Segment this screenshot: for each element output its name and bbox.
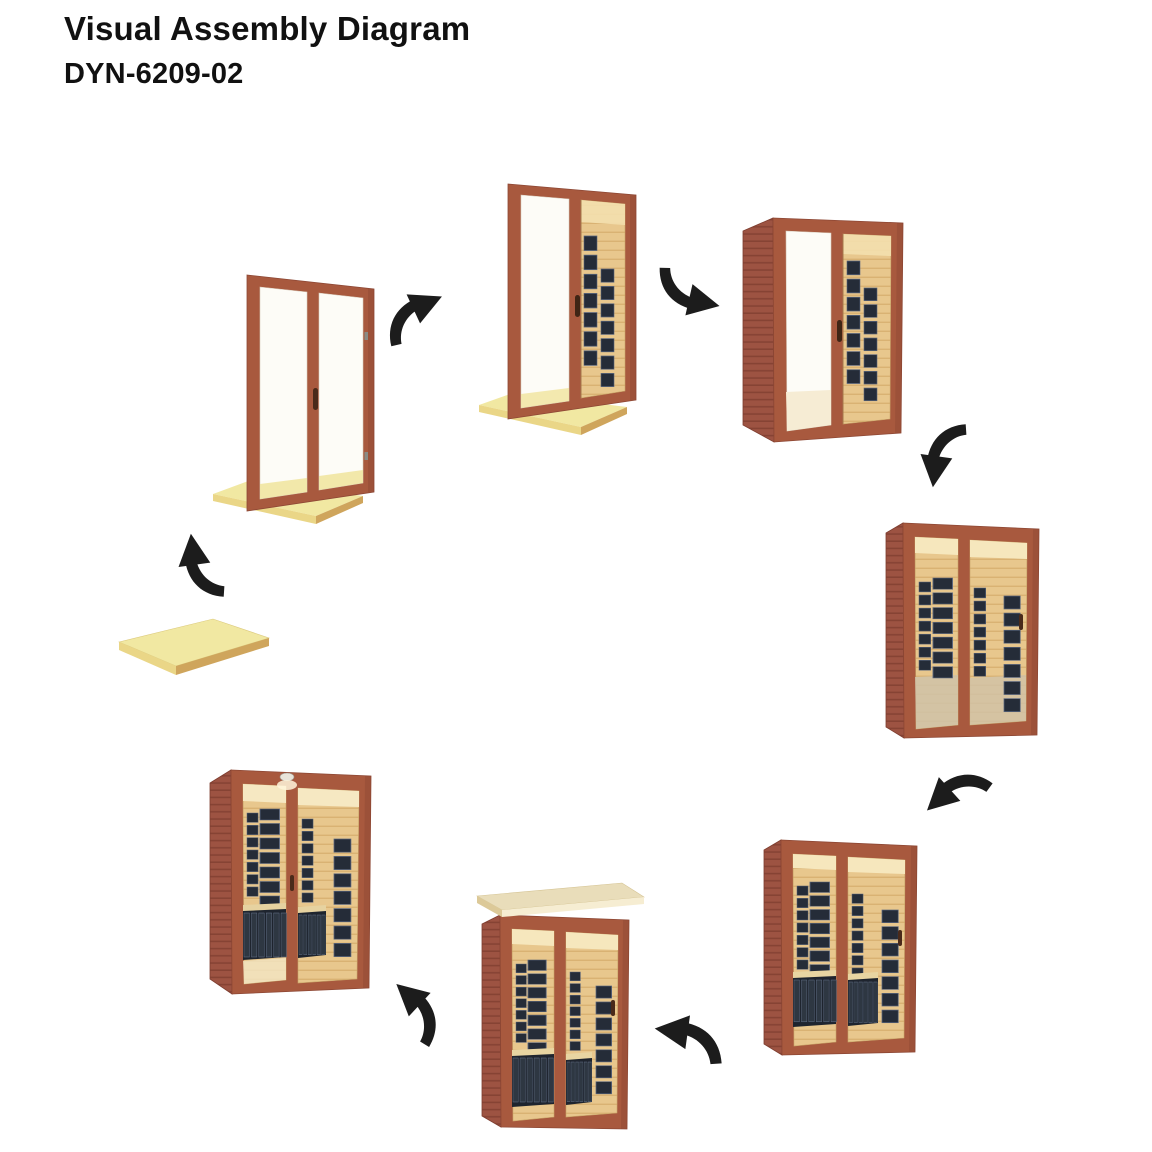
interior-floor-glow — [243, 958, 286, 984]
frame-edge-shade — [363, 776, 371, 988]
door-handle — [898, 930, 902, 946]
heater-panel-column — [851, 893, 864, 978]
floor-left-edge — [213, 494, 316, 524]
step-4-side-wall-added — [742, 217, 904, 443]
heater-panel-column — [809, 881, 830, 976]
curved-arrow-icon — [652, 266, 725, 321]
side-wall — [481, 914, 502, 1128]
heater-panel-column — [583, 235, 598, 366]
curved-arrow-icon — [652, 1012, 726, 1066]
floor-seen-through-glass — [319, 470, 363, 490]
arrow-step-6-to-7 — [652, 1012, 726, 1066]
ceiling-light-glow — [277, 780, 297, 790]
interior-light-glow — [793, 854, 836, 870]
floor-front-edge — [581, 407, 627, 435]
door-handle — [611, 1000, 615, 1016]
left-window-glass — [520, 194, 570, 409]
step-3-back-wall-heaters — [479, 183, 637, 435]
left-window-glass — [259, 286, 308, 500]
interior-floor-shade — [915, 675, 958, 729]
curved-arrow-icon — [917, 420, 968, 490]
curved-arrow-icon — [175, 531, 226, 601]
door-handle — [290, 875, 294, 891]
interior-light-glow — [970, 540, 1027, 559]
step-6-bench-installed — [763, 839, 918, 1056]
heater-panel-column — [1003, 595, 1021, 713]
page-title: Visual Assembly Diagram — [64, 10, 471, 47]
step-2-front-frame-and-door — [213, 274, 375, 524]
heater-panel-column — [333, 838, 352, 957]
side-wall — [763, 839, 783, 1056]
interior-light-glow — [581, 200, 625, 225]
floor-front-edge — [316, 496, 363, 524]
heater-panel-column — [246, 812, 259, 897]
side-wall — [742, 217, 775, 443]
door-handle — [837, 320, 842, 342]
step-1-floor-panel — [118, 618, 270, 675]
step-5-walls-assembled — [885, 522, 1040, 739]
interior-floor-glow — [786, 390, 831, 431]
curved-arrow-icon — [916, 753, 994, 831]
heater-panel-column — [259, 808, 280, 908]
model-number: DYN-6209-02 — [64, 58, 244, 90]
heater-panel-column — [846, 260, 861, 384]
side-wall — [209, 769, 233, 995]
floor-seen-through-glass — [260, 478, 307, 499]
door-hinge — [364, 332, 368, 340]
door-hinge — [364, 452, 368, 460]
floor-left-edge — [119, 642, 176, 675]
heater-panel-column — [863, 287, 878, 402]
frame-edge-shade — [368, 289, 374, 492]
frame-edge-shade — [909, 846, 917, 1052]
arrow-step-7-to-8 — [377, 972, 457, 1049]
arrow-step-3-to-4 — [652, 266, 725, 321]
heater-panel-column — [600, 268, 615, 387]
interior-light-glow — [298, 788, 359, 807]
frame-edge-shade — [621, 920, 629, 1129]
heater-panel-column — [301, 818, 314, 903]
floor-left-edge — [479, 405, 581, 435]
curved-arrow-icon — [375, 282, 453, 348]
curved-arrow-icon — [377, 972, 457, 1049]
arrow-step-1-to-2 — [175, 531, 226, 601]
door-handle — [575, 295, 580, 317]
interior-light-glow — [843, 234, 891, 256]
side-wall — [885, 522, 905, 739]
heater-panel-column — [881, 909, 899, 1024]
interior-light-glow — [848, 857, 905, 874]
ceiling-light — [279, 772, 295, 782]
heater-panel-column — [932, 577, 953, 679]
floor-seen-through-glass — [521, 388, 569, 408]
interior-light-glow — [512, 929, 554, 946]
frame-edge-shade — [1031, 529, 1039, 735]
door-handle — [313, 388, 318, 410]
interior-light-glow — [566, 932, 618, 950]
arrow-step-5-to-6 — [916, 753, 994, 831]
step-7-roof-installed — [476, 882, 645, 1130]
frame-edge-shade — [630, 195, 636, 400]
roof-left-edge — [477, 896, 502, 917]
interior-light-glow — [915, 537, 958, 555]
heater-panel-column — [527, 959, 547, 1054]
interior-light-glow — [243, 784, 286, 803]
roof-front-edge — [502, 897, 644, 917]
heater-panel-column — [595, 985, 612, 1095]
floor-front-edge — [176, 638, 269, 675]
heater-panel-column — [515, 963, 527, 1043]
arrow-step-2-to-3 — [375, 282, 453, 348]
door-handle — [1019, 614, 1023, 630]
frame-edge-shade — [895, 223, 903, 433]
heater-panel-column — [796, 885, 809, 970]
heater-panel-column — [569, 971, 581, 1051]
arrow-step-4-to-5 — [917, 420, 968, 490]
heater-panel-column — [973, 587, 986, 677]
step-8-assembly-complete — [209, 769, 372, 995]
heater-panel-column — [918, 581, 931, 671]
door-glass — [318, 292, 364, 491]
